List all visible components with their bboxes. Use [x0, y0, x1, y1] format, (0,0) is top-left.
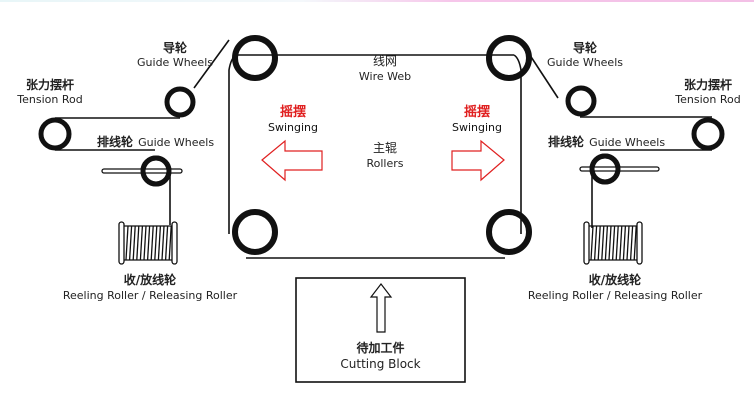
spool-winding: [150, 225, 154, 261]
guide-wheel-right-label: 导轮 Guide Wheels: [547, 41, 623, 69]
swing-right-arrow-icon: [451, 139, 505, 182]
spool-winding: [604, 225, 609, 261]
guide-wheel-left-label: 导轮 Guide Wheels: [137, 41, 213, 69]
spool-winding: [590, 225, 594, 261]
wire-web-label: 线网 Wire Web: [358, 54, 412, 83]
spool-winding: [146, 225, 151, 261]
main-roller-top-left: [232, 35, 278, 81]
spool-right: [583, 221, 643, 265]
rollers-label: 主辊 Rollers: [366, 141, 404, 170]
cutting-block-label: 待加工件 Cutting Block: [340, 341, 421, 371]
swing-right-label: 摇摆 Swinging: [452, 105, 502, 134]
spool-winding: [619, 225, 623, 261]
tension-rod-right-label: 张力摆杆 Tension Rod: [675, 78, 741, 106]
spool-winding: [608, 225, 612, 261]
spool-winding: [128, 225, 133, 261]
guide-wheel-left: [164, 86, 196, 118]
spool-winding: [164, 225, 169, 261]
spool-winding: [615, 225, 619, 261]
spool-winding: [161, 225, 165, 261]
spool-winding: [593, 225, 598, 261]
spool-winding: [139, 225, 144, 261]
spool-winding: [168, 225, 172, 261]
spool-winding: [157, 225, 162, 261]
spool-winding: [611, 225, 616, 261]
wire-web-loop: [228, 54, 522, 259]
tension-rod-left-label: 张力摆杆 Tension Rod: [17, 78, 83, 106]
spool-left-label: 收/放线轮 Reeling Roller / Releasing Roller: [62, 273, 238, 302]
traverse-wheel-left-label: 排线轮 Guide Wheels: [97, 135, 215, 149]
cutting-block-box: [295, 277, 466, 383]
tension-rod-wheel-right: [691, 117, 725, 151]
spool-right-label: 收/放线轮 Reeling Roller / Releasing Roller: [527, 273, 703, 302]
swing-left-arrow-icon: [261, 139, 323, 182]
spool-winding: [622, 225, 627, 261]
spool-winding: [633, 225, 637, 261]
spool-winding: [136, 225, 140, 261]
wire-left-guide-to-roller: [193, 39, 230, 89]
spool-winding: [143, 225, 147, 261]
spool-winding: [132, 225, 136, 261]
main-roller-bottom-right: [486, 209, 532, 255]
main-roller-bottom-left: [232, 209, 278, 255]
top-decorative-band: [0, 0, 754, 2]
main-roller-top-right: [486, 35, 532, 81]
spool-winding: [154, 225, 158, 261]
feed-up-arrow-icon: [369, 283, 393, 333]
traverse-wheel-right-label: 排线轮 Guide Wheels: [548, 135, 666, 149]
spool-winding: [125, 225, 129, 261]
spool-winding: [629, 225, 634, 261]
spool-winding: [626, 225, 630, 261]
swing-left-label: 摇摆 Swinging: [268, 105, 318, 134]
tension-rod-wheel-left: [38, 117, 72, 151]
spool-winding: [597, 225, 601, 261]
guide-wheel-right: [565, 85, 597, 117]
spool-left: [118, 221, 178, 265]
spool-winding: [601, 225, 605, 261]
